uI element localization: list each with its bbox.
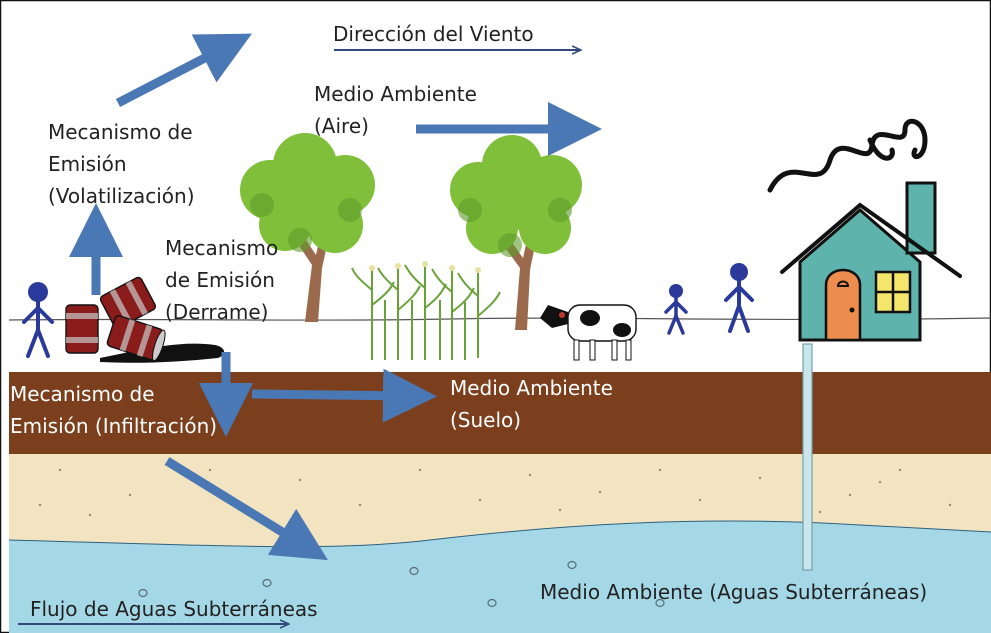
sand-specks xyxy=(38,468,952,517)
label-wind-direction: Dirección del Viento xyxy=(333,22,534,46)
house xyxy=(780,181,962,342)
chimney-smoke xyxy=(767,118,928,193)
soil-layer xyxy=(9,372,991,454)
label-soil-medium: Medio Ambiente (Suelo) xyxy=(450,376,613,432)
corn-crop xyxy=(351,264,501,360)
arrow-soil-medium xyxy=(251,368,437,423)
person-adult xyxy=(724,263,754,333)
label-infiltration: Mecanismo de Emisión (Infiltración) xyxy=(10,382,218,438)
person-child xyxy=(664,284,688,335)
cow xyxy=(540,304,637,361)
tree-right xyxy=(450,135,582,330)
arrow-groundwater-diagonal xyxy=(164,457,328,561)
arrow-volatilization-diagonal xyxy=(115,33,252,107)
sand-water-boundary xyxy=(8,520,991,548)
groundwater-layer xyxy=(9,520,991,633)
ground-surface-line xyxy=(8,317,991,321)
tree-left xyxy=(240,133,375,322)
pathway-arrows xyxy=(69,33,602,561)
label-groundwater-medium: Medio Ambiente (Aguas Subterráneas) xyxy=(540,580,928,604)
chemical-barrels xyxy=(65,276,225,363)
corn-tassels xyxy=(369,261,481,273)
water-bubbles xyxy=(138,560,665,608)
label-spill: Mecanismo de Emisión (Derrame) xyxy=(165,236,279,324)
label-air-medium: Medio Ambiente (Aire) xyxy=(314,82,477,138)
well-pipe xyxy=(802,343,813,571)
label-volatilization: Mecanismo de Emisión (Volatilización) xyxy=(48,120,195,208)
label-groundwater-flow: Flujo de Aguas Subterráneas xyxy=(30,597,318,621)
person-left xyxy=(22,282,54,358)
